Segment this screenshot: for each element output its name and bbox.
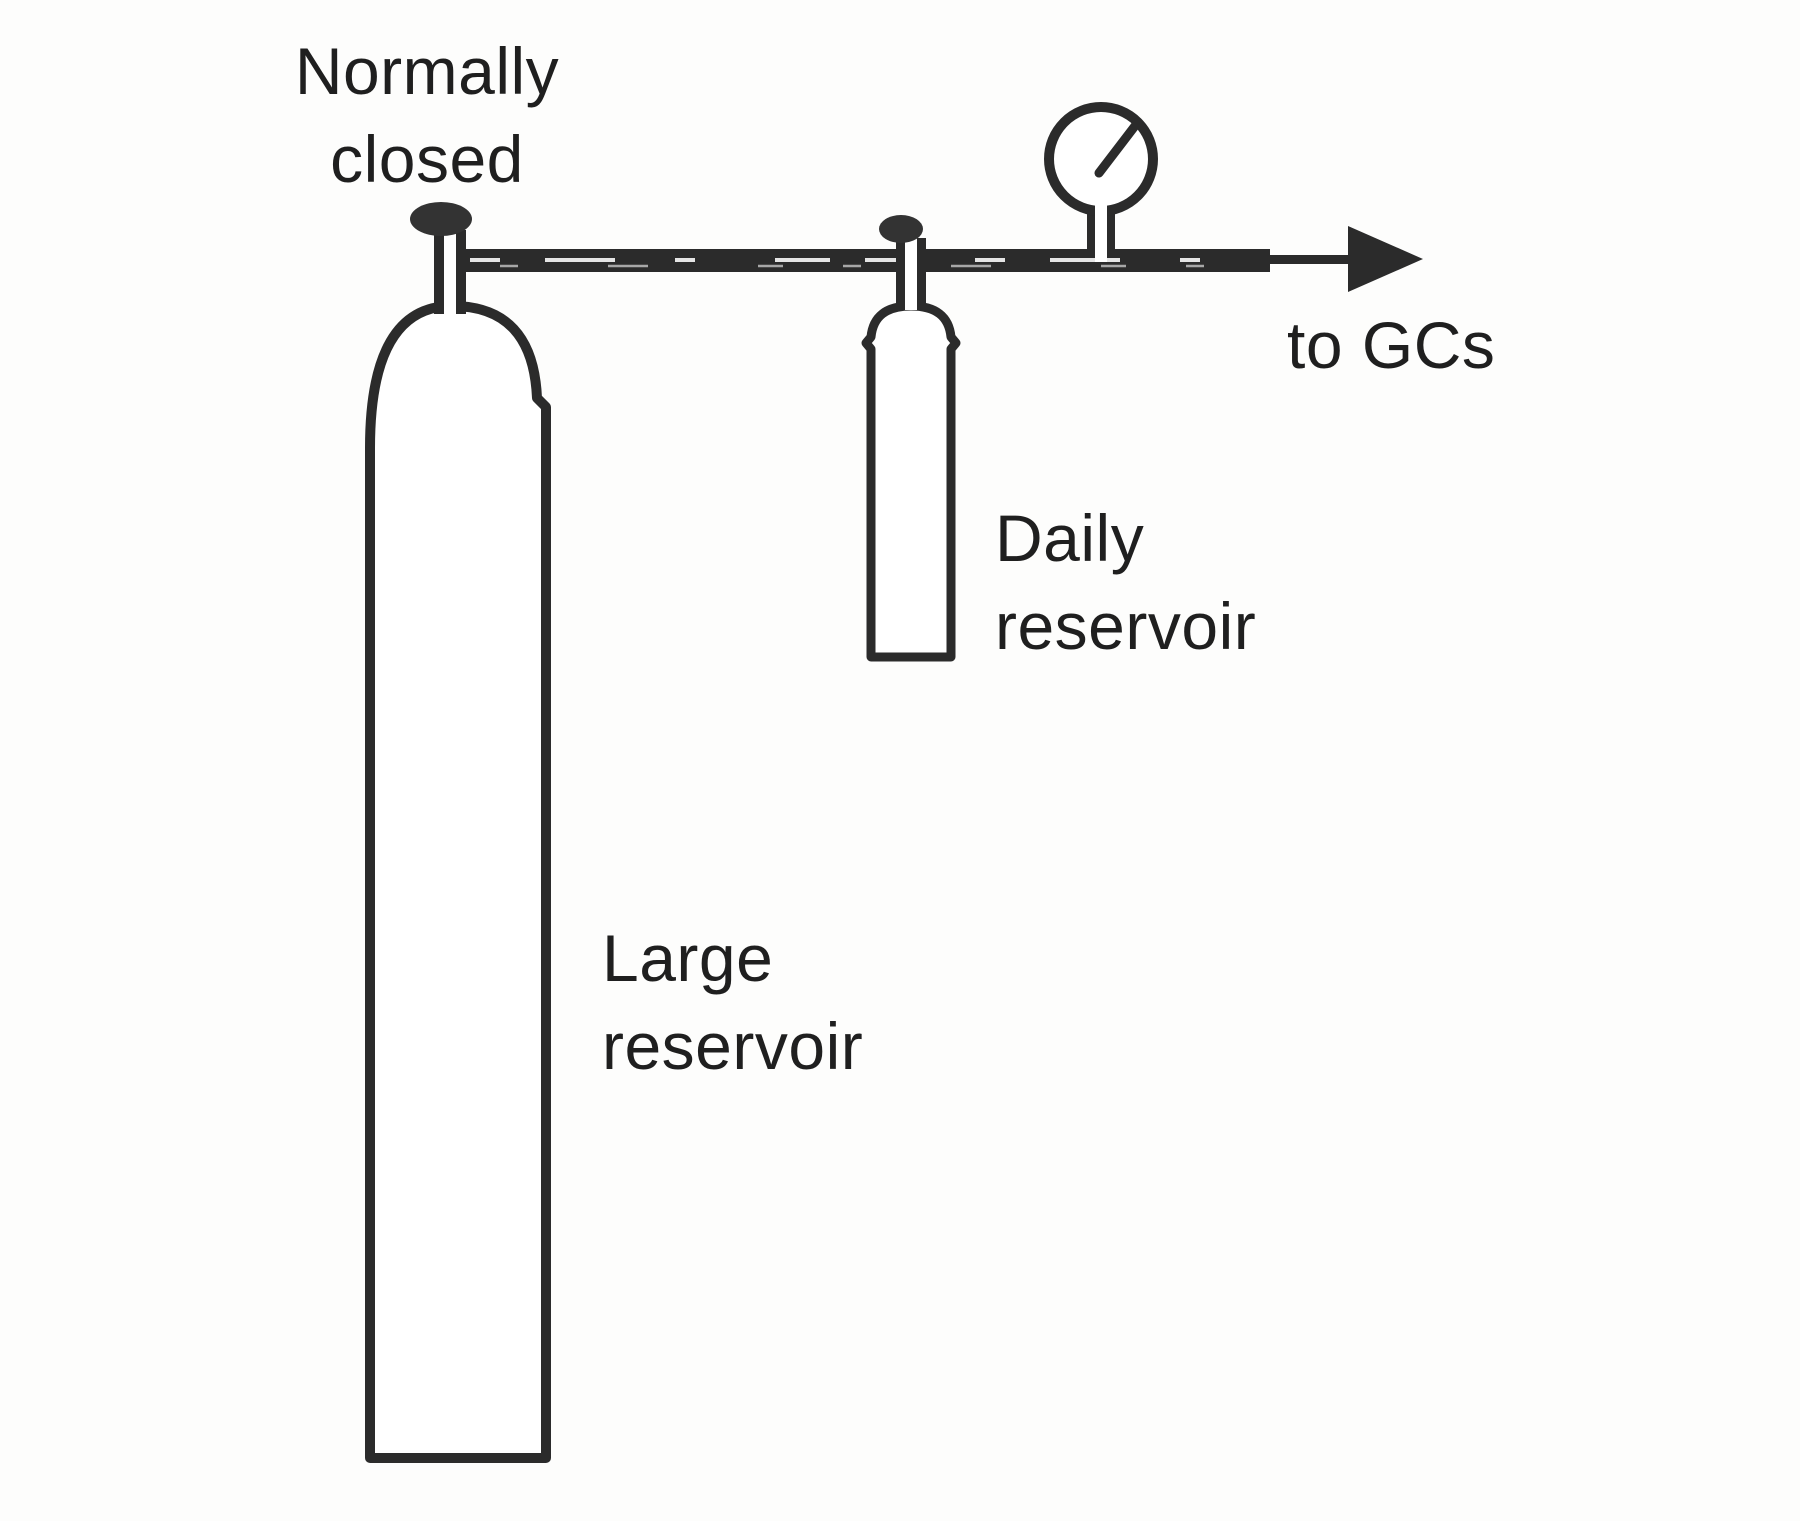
valve-stem-wall xyxy=(456,230,466,314)
flow-arrowhead xyxy=(1348,226,1423,292)
gauge-stem-wall xyxy=(1087,208,1096,252)
normally-closed-line1: Normally xyxy=(294,34,560,108)
gauge-stem-wall xyxy=(1106,208,1115,252)
large-reservoir-line1: Large xyxy=(602,921,774,995)
normally-closed-label: Normally closed xyxy=(250,27,604,203)
large-cylinder xyxy=(365,301,551,1463)
valve-stem-wall xyxy=(434,230,444,314)
pressure-gauge-icon xyxy=(1044,102,1158,262)
gauge-stem-channel xyxy=(1095,205,1107,262)
flow-arrow-shaft xyxy=(1240,255,1365,264)
daily-cylinder-valve-icon xyxy=(879,215,926,310)
valve-knob xyxy=(879,215,923,243)
large-reservoir-line2: reservoir xyxy=(602,1009,864,1083)
daily-reservoir-line2: reservoir xyxy=(995,589,1257,663)
valve-stem-channel xyxy=(444,232,456,314)
valve-stem-channel xyxy=(905,240,917,310)
normally-closed-line2: closed xyxy=(330,122,524,196)
daily-cylinder xyxy=(861,301,961,662)
large-reservoir-label: Large reservoir xyxy=(602,914,863,1090)
valve-knob xyxy=(410,202,472,236)
daily-reservoir-line1: Daily xyxy=(995,501,1145,575)
valve-stem-wall xyxy=(896,238,905,310)
to-gcs-label: to GCs xyxy=(1287,308,1496,382)
gauge-needle xyxy=(1094,117,1143,178)
daily-reservoir-label: Daily reservoir xyxy=(995,494,1256,670)
valve-stem-wall xyxy=(917,238,926,310)
large-cylinder-valve-icon xyxy=(410,202,472,314)
